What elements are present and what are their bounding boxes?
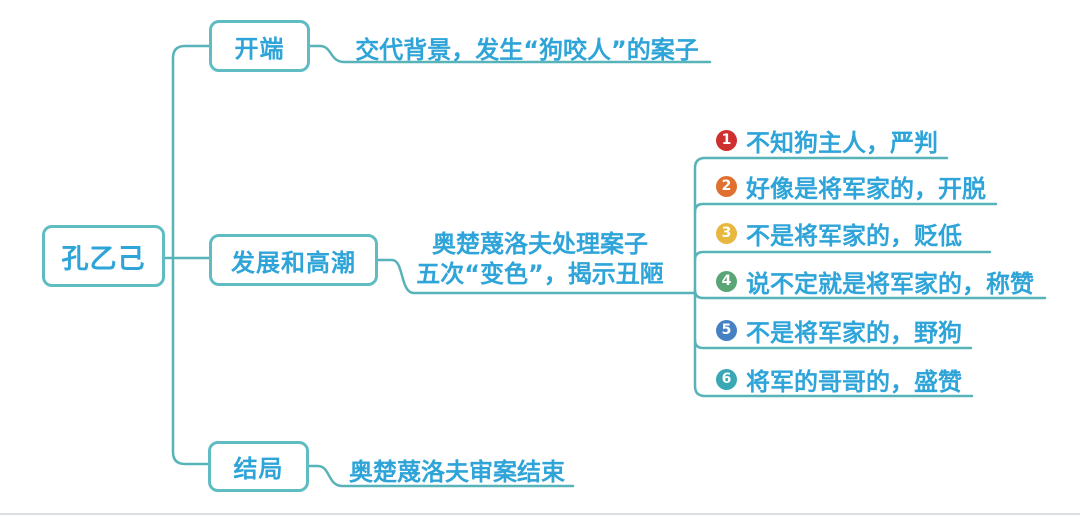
connector-item3 [693,250,992,262]
leaf-item-1[interactable]: 1 不知狗主人，严判 [716,125,938,157]
item-number-badge: 6 [716,368,737,390]
connector-trunk-left [171,44,211,466]
branch-node-fazhan-gaochao[interactable]: 发展和高潮 [209,234,378,286]
connector-branch1 [308,44,712,64]
leaf-item-3[interactable]: 3 不是将军家的，贬低 [716,218,962,250]
leaf-item-6[interactable]: 6 将军的哥哥的，盛赞 [716,364,962,396]
leaf-item-5[interactable]: 5 不是将军家的，野狗 [716,315,962,347]
leaf-item-4[interactable]: 4 说不定就是将军家的，称赞 [716,266,1034,298]
connector-trunk-right [693,156,974,398]
connector-branch2 [376,258,697,295]
leaf-item-label: 不是将军家的，野狗 [746,318,962,347]
branch-note-jieju[interactable]: 奥楚蔑洛夫审案结束 [349,458,565,486]
connector-branch3 [306,464,575,488]
connector-item2 [693,202,998,214]
item-number-badge: 3 [716,222,737,244]
leaf-item-2[interactable]: 2 好像是将军家的，开脱 [716,171,986,203]
connector-item4 [693,288,1047,300]
item-number-badge: 1 [716,129,737,151]
leaf-item-label: 说不定就是将军家的，称赞 [746,269,1034,298]
leaf-item-label: 好像是将军家的，开脱 [746,174,986,203]
connector-item5 [693,338,973,350]
item-number-badge: 4 [716,270,737,292]
leaf-item-label: 将军的哥哥的，盛赞 [746,367,962,396]
root-node[interactable]: 孔乙己 [42,225,165,287]
branch-note-line1: 奥楚蔑洛夫处理案子 [432,230,648,258]
branch-note-kaiduan[interactable]: 交代背景，发生“狗咬人”的案子 [355,36,699,64]
branch-node-jieju[interactable]: 结局 [208,441,309,492]
item-number-badge: 5 [716,319,737,341]
leaf-item-label: 不是将军家的，贬低 [746,221,962,250]
branch-note-line2: 五次“变色”，揭示丑陋 [416,260,664,288]
item-number-badge: 2 [716,175,737,197]
branch-node-kaiduan[interactable]: 开端 [209,20,310,72]
bottom-divider [0,513,1080,515]
leaf-item-label: 不知狗主人，严判 [746,128,938,157]
branch-note-fazhan-gaochao[interactable]: 奥楚蔑洛夫处理案子 五次“变色”，揭示丑陋 [398,229,682,289]
